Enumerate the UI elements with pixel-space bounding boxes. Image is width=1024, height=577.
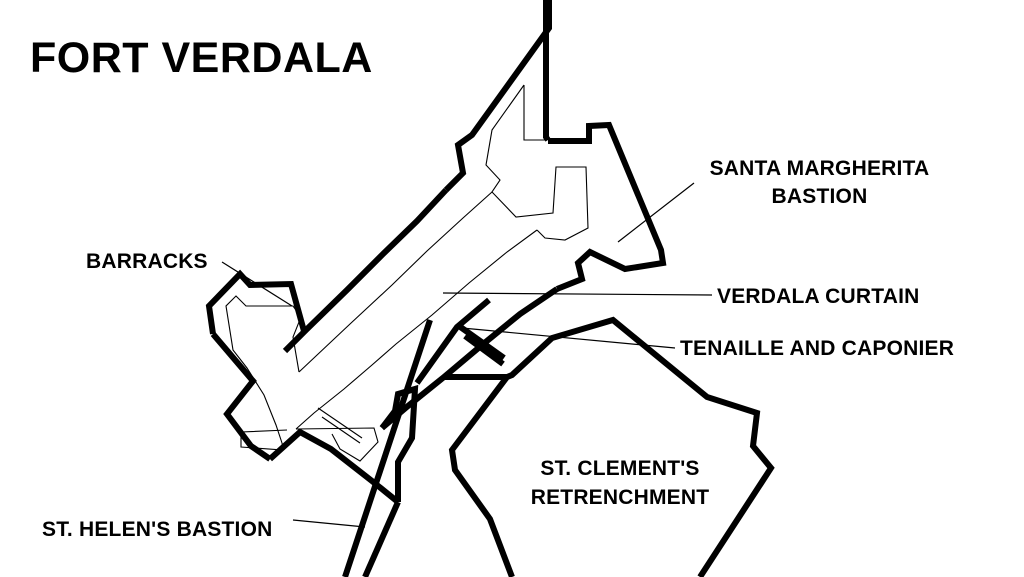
st-clements-retrenchment-wall	[443, 316, 775, 577]
tenaille-outwork	[414, 297, 491, 385]
barracks-north-wall	[205, 269, 308, 336]
verdala-curtain-upper-wall	[282, 187, 449, 354]
verdala-curtain-inner-parapet-lower	[295, 229, 538, 430]
inner-parapet-group	[225, 84, 589, 462]
label-st-clements-line1: ST. CLEMENT'S	[540, 457, 700, 480]
st-clements-retrenchment-west-wall	[448, 375, 515, 577]
page-title: FORT VERDALA	[30, 34, 373, 82]
leader-line-tenaille-caponier	[461, 327, 676, 349]
caponier-line-2	[463, 333, 505, 367]
st-helens-bastion-south-wall	[267, 428, 400, 505]
st-helens-inner-room	[295, 427, 379, 462]
label-verdala-curtain: VERDALA CURTAIN	[717, 285, 920, 308]
outer-wall-group	[205, 0, 775, 577]
verdala-curtain-lower-wall	[380, 286, 559, 431]
st-helens-covered-way-2	[321, 416, 361, 444]
label-santa-margherita-line2: BASTION	[771, 184, 868, 208]
label-st-clements-line2: RETRENCHMENT	[530, 485, 710, 509]
st-helens-gorge-wall	[379, 384, 419, 502]
santa-margherita-bastion-wall	[548, 121, 667, 292]
label-santa-margherita-line1: SANTA MARGHERITA	[709, 157, 930, 180]
label-barracks: BARRACKS	[86, 250, 208, 273]
leader-line-st-helens	[292, 519, 366, 528]
leader-line-group	[221, 182, 713, 528]
barracks-courtyard-wall	[240, 429, 288, 451]
leader-line-santa-margherita	[617, 182, 695, 243]
label-santa-margherita-bastion: SANTA MARGHERITA BASTION	[697, 155, 942, 210]
santa-margherita-inner-parapet	[523, 85, 545, 141]
st-helens-bastion-west-wall	[210, 332, 272, 462]
south-wall-extension-2	[342, 319, 433, 577]
label-st-helens-bastion: ST. HELEN'S BASTION	[42, 518, 273, 541]
south-wall-extension	[362, 500, 401, 577]
label-st-clements-retrenchment: ST. CLEMENT'S RETRENCHMENT	[524, 455, 716, 513]
santa-margherita-inner-parapet-2	[485, 84, 589, 241]
label-tenaille-and-caponier: TENAILLE AND CAPONIER	[680, 337, 955, 360]
leader-line-barracks	[221, 261, 293, 307]
santa-margherita-north-wall	[443, 0, 552, 193]
st-helens-covered-way-1	[317, 407, 363, 439]
caponier-line-1	[457, 323, 506, 361]
barracks-inner-outline	[225, 295, 302, 444]
north-vertical-wall	[543, 0, 551, 142]
verdala-curtain-inner-parapet-upper	[298, 191, 493, 373]
leader-line-verdala-curtain	[442, 292, 713, 296]
